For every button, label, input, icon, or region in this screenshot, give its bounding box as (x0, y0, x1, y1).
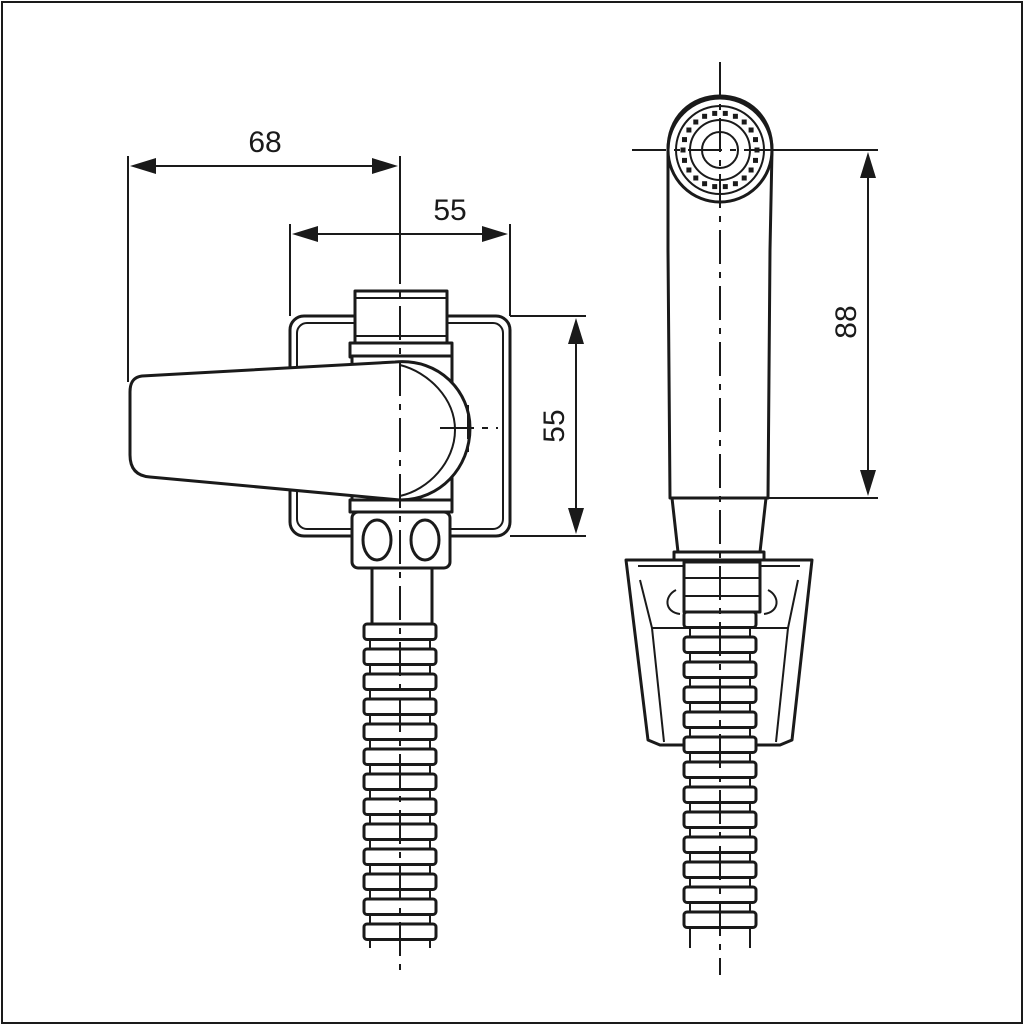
nozzle-hole (748, 127, 754, 133)
dimension-55-vertical: 55 (510, 315, 586, 537)
nozzle-hole (741, 175, 747, 181)
dimension-label-68: 68 (248, 126, 281, 159)
connector-slot-right (409, 518, 441, 562)
valve-front-view (128, 289, 512, 626)
dimension-label-88: 88 (830, 305, 863, 338)
nozzle-hole (702, 113, 708, 119)
connector-slot-left (361, 518, 393, 562)
nozzle-hole (753, 157, 758, 163)
dimension-88: 88 (768, 149, 878, 499)
center-lines (399, 62, 810, 975)
nozzle-hole (682, 137, 687, 143)
nozzle-hole (693, 119, 699, 125)
nozzle-hole (702, 181, 708, 187)
nozzle-hole (748, 167, 754, 173)
lever-handle (128, 360, 472, 502)
dimension-label-55-horizontal: 55 (433, 194, 466, 227)
nozzle-hole (693, 175, 699, 181)
nozzle-hole (686, 127, 692, 133)
dimension-label-55-vertical: 55 (538, 409, 571, 442)
dimension-68: 68 (127, 126, 401, 382)
nozzle-hole (732, 181, 738, 187)
nozzle-hole (712, 110, 718, 116)
nozzle-hole (682, 157, 687, 163)
nozzle-hole (680, 147, 686, 153)
nozzle-hole (753, 137, 758, 143)
holder-cup (682, 560, 762, 614)
nozzle-hole (732, 113, 738, 119)
nozzle-hole (722, 184, 728, 190)
nozzle-hole (722, 110, 728, 116)
nozzle-hole (741, 119, 747, 125)
dimension-55-horizontal: 55 (289, 194, 511, 316)
nozzle-hole (686, 167, 692, 173)
hose-right-view (682, 610, 758, 948)
nozzle-hole (712, 184, 718, 190)
hose-tail (370, 566, 434, 626)
